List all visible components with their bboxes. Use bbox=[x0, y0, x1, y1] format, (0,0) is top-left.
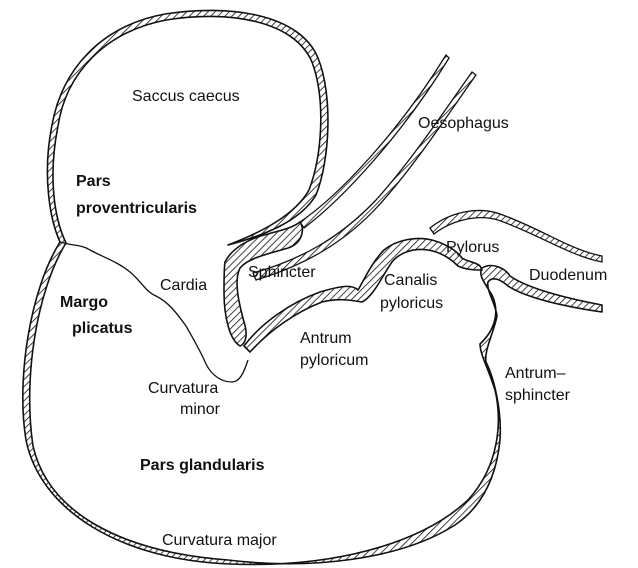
label-pars-proventricularis-1: Pars bbox=[76, 173, 111, 190]
label-antrum-pyloricum-1: Antrum bbox=[300, 330, 352, 347]
label-curvatura-major: Curvatura major bbox=[162, 532, 277, 549]
label-curvatura-minor-1: Curvatura bbox=[148, 380, 218, 397]
label-curvatura-minor-2: minor bbox=[180, 401, 221, 418]
label-saccus-caecus: Saccus caecus bbox=[132, 88, 240, 105]
margo-plicatus-line bbox=[60, 242, 248, 382]
label-duodenum: Duodenum bbox=[529, 267, 607, 284]
label-pylorus: Pylorus bbox=[446, 239, 499, 256]
label-antrum-sphincter-2: sphincter bbox=[505, 387, 571, 404]
label-margo-1: Margo bbox=[60, 294, 108, 311]
label-margo-2: plicatus bbox=[72, 320, 133, 337]
label-pars-glandularis: Pars glandularis bbox=[140, 457, 265, 474]
label-cardia: Cardia bbox=[160, 277, 207, 294]
label-oesophagus: Oesophagus bbox=[418, 115, 509, 132]
label-canalis-1: Canalis bbox=[384, 272, 437, 289]
outer-stomach-wall bbox=[23, 10, 602, 564]
label-sphincter: Sphincter bbox=[248, 264, 316, 281]
label-antrum-sphincter-1: Antrum– bbox=[505, 365, 566, 382]
label-canalis-2: pyloricus bbox=[380, 295, 443, 312]
label-antrum-pyloricum-2: pyloricum bbox=[300, 352, 368, 369]
label-pars-proventricularis-2: proventricularis bbox=[76, 200, 197, 217]
